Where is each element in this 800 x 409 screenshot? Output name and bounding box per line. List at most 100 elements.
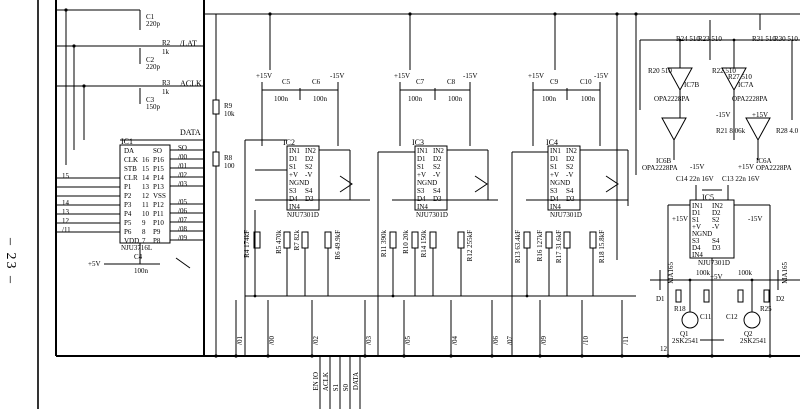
bus-label: /03 (365, 336, 373, 345)
supply-neg: -15V (594, 72, 609, 80)
bus-label: /02 (178, 171, 187, 179)
bus-label: /06 (178, 207, 187, 215)
resistor-label: R14 150k (420, 230, 428, 258)
cap-value: 100n (448, 95, 462, 103)
bus-label: 13 (62, 208, 69, 216)
ic1-pin-number: 10 (142, 210, 149, 218)
resistor-label: R22 510 (712, 67, 736, 75)
cap-ref: C9 (550, 78, 559, 86)
fet-ref: Q2 (744, 330, 753, 338)
resistor-ref: R3 (162, 79, 171, 87)
supply-neg: -15V (748, 215, 763, 223)
ic1-pin-number: 8 (142, 228, 146, 236)
signal-aclk: ACLK (180, 79, 202, 88)
mux-pin-label: -V (712, 223, 720, 231)
signal-data: DATA (352, 372, 360, 391)
mux-pin-label: IN2 (566, 147, 577, 155)
mux-pin-label: D2 (305, 155, 314, 163)
mux-pin-label: D4 (289, 195, 298, 203)
resistor-value: 1k (162, 48, 169, 56)
supply-neg: -15V (716, 111, 731, 119)
ic1-pin-label: P11 (153, 210, 164, 218)
signal-lat: /LAT (180, 39, 197, 48)
bus-label: /00 (178, 153, 187, 161)
supply-label: +5V (710, 273, 723, 281)
ic1-pin-number: 7 (142, 237, 146, 245)
ic1-pin-label: P10 (153, 219, 164, 227)
ic1-pin-label: DA (124, 147, 135, 155)
bus-label: /07 (506, 336, 514, 345)
signal-s1: S1 (332, 384, 340, 392)
mux-pin-label: -V (305, 171, 313, 179)
mux-pin-label: D2 (433, 155, 442, 163)
ic1-part: NJU3716L (121, 244, 153, 252)
mux-pin-label: D2 (566, 155, 575, 163)
mux-pin-label: NGND (692, 230, 713, 238)
bus-label: /00 (268, 336, 276, 345)
resistor-label: R10 20k (402, 230, 410, 254)
resistor-label: R20 510 (648, 67, 672, 75)
ic1-pin-label: CLK (124, 156, 138, 164)
resistor-label: R13 63.4kF (514, 230, 522, 264)
ic1-pin-label: CLR (124, 174, 138, 182)
ic1-pin-label: P9 (153, 228, 161, 236)
ic1-pin-label: SO (153, 147, 162, 155)
cap-value: 100n (408, 95, 422, 103)
opamp-part: OPA2228PA (642, 164, 678, 172)
cap-ref: C5 (282, 78, 291, 86)
cap-value: 100n (542, 95, 556, 103)
mux-pin-label: S1 (417, 163, 425, 171)
resistor-label: R23 510 (698, 35, 722, 43)
bus-label: /02 (312, 336, 320, 345)
resistor-label: R6 49.9kF (334, 230, 342, 260)
mux-pin-label: IN1 (692, 202, 703, 210)
mux-pin-label: S1 (692, 216, 700, 224)
resistor-label: R11 390k (380, 230, 388, 258)
ic1-pin-number: 16 (142, 156, 149, 164)
resistor-label: R17 31.6kF (555, 230, 563, 264)
bus-label: /09 (178, 234, 187, 242)
supply-pos: +15V (672, 215, 689, 223)
mux-pin-label: IN1 (550, 147, 561, 155)
mux-pin-label: S2 (712, 216, 720, 224)
mux-pin-label: IN1 (417, 147, 428, 155)
cap-ref: C8 (447, 78, 456, 86)
diode-ref: D2 (776, 295, 785, 303)
cap-value: 100n (134, 267, 148, 275)
supply-label: +5V (88, 260, 101, 268)
supply-pos: +15V (394, 72, 411, 80)
mux-pin-label: S1 (550, 163, 558, 171)
resistor-ref: R9 (224, 102, 233, 110)
ic1-pin-number: 9 (142, 219, 146, 227)
resistor-label: R28 4.0 (776, 127, 799, 135)
mux-pin-label: D2 (712, 209, 721, 217)
resistor-label: R27 510 (728, 73, 752, 81)
cap-ref: C1 (146, 13, 155, 21)
opamp-ref: IC7B (684, 81, 700, 89)
mux-pin-label: -V (566, 171, 574, 179)
resistor-value: 1k (162, 88, 169, 96)
mux-pin-label: IN4 (417, 203, 428, 211)
bus-label: /04 (451, 336, 459, 345)
ic1-pin-number: 12 (142, 192, 149, 200)
bus-label: /08 (178, 225, 187, 233)
diode-part: MA165 (667, 262, 675, 284)
ic2-part: NJU7301D (287, 211, 319, 219)
ic1-pin-label: P15 (153, 165, 164, 173)
bus-label: /07 (178, 216, 187, 224)
ic1-pin-label: P14 (153, 174, 164, 182)
cap-ref: C11 (700, 313, 712, 321)
supply-pos: +15V (528, 72, 545, 80)
mux-pin-label: IN1 (289, 147, 300, 155)
mux-pin-label: S1 (289, 163, 297, 171)
supply-neg: -15V (690, 163, 705, 171)
ic5-part: NJU7301D (698, 259, 730, 267)
page-number: – 23 – (3, 238, 18, 285)
ic1-ref: IC1 (121, 137, 133, 146)
ic1-pin-label: P6 (124, 228, 132, 236)
ic1-pin-label: P16 (153, 156, 164, 164)
signal-en-io: EN IO (312, 372, 320, 391)
mux-pin-label: S4 (566, 187, 574, 195)
mux-pin-label: D3 (305, 195, 314, 203)
bus-label: /06 (492, 336, 500, 345)
